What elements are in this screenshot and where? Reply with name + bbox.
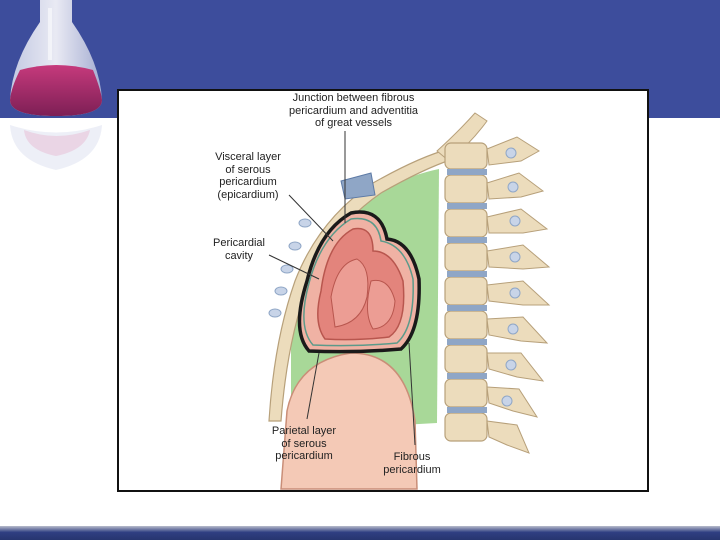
leader-cavity: [268, 254, 320, 280]
label-fibrous-pericardium: Fibrous pericardium: [383, 451, 441, 476]
thorax-sagittal-illustration: [268, 112, 551, 490]
leader-parietal: [306, 352, 320, 420]
label-parietal-layer: Parietal layer of serous pericardium: [271, 425, 337, 462]
vertebral-column: [436, 112, 551, 454]
label-junction: Junction between fibrous pericardium and…: [288, 92, 419, 129]
flask-icon: [10, 0, 102, 170]
great-vessels-junction: [340, 172, 376, 200]
footer-band: [0, 526, 720, 540]
label-visceral-layer: Visceral layer of serous pericardium (ep…: [215, 151, 281, 201]
leader-visceral: [288, 194, 334, 242]
leader-fibrous: [408, 342, 416, 446]
pericardium-figure: Junction between fibrous pericardium and…: [117, 89, 649, 492]
label-pericardial-cavity: Pericardial cavity: [213, 237, 265, 262]
